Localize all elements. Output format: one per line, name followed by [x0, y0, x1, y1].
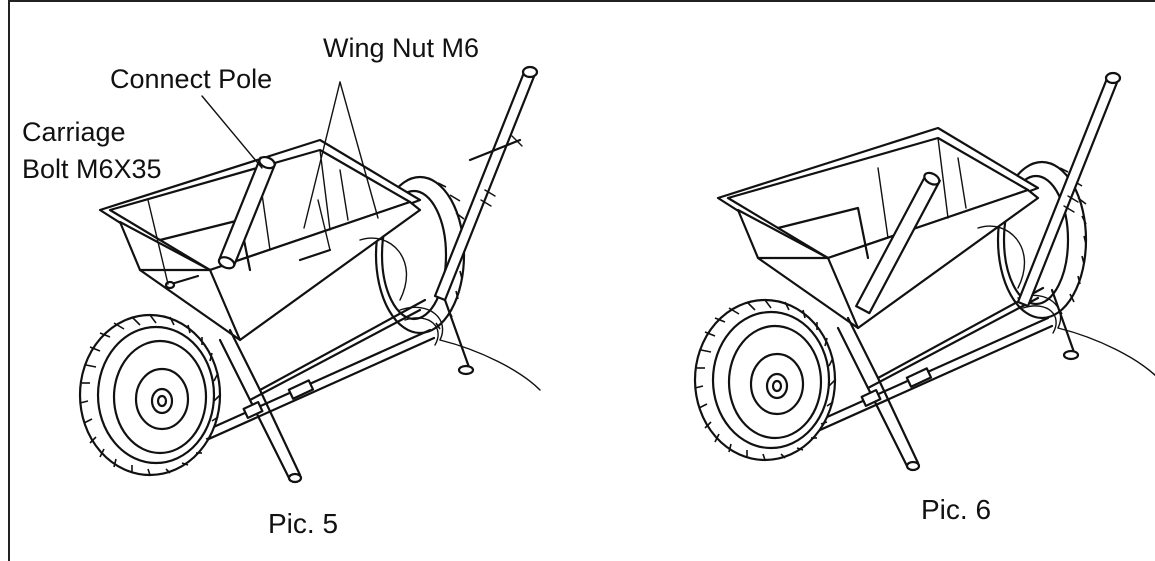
pic5-illustration	[78, 65, 542, 484]
wing-nut-leader	[303, 81, 341, 229]
pic6-illustration	[693, 71, 1155, 472]
caption-pic6: Pic. 6	[921, 494, 991, 525]
caption-pic5: Pic. 5	[268, 508, 338, 539]
connect-pole-leader	[201, 95, 263, 169]
label-carriage-line1: Carriage	[22, 117, 126, 147]
label-carriage-line2: Bolt M6X35	[22, 154, 162, 184]
carriage-bolt-leader	[147, 199, 169, 285]
label-connect-pole: Connect Pole	[110, 64, 272, 94]
label-wing-nut: Wing Nut M6	[323, 33, 479, 63]
